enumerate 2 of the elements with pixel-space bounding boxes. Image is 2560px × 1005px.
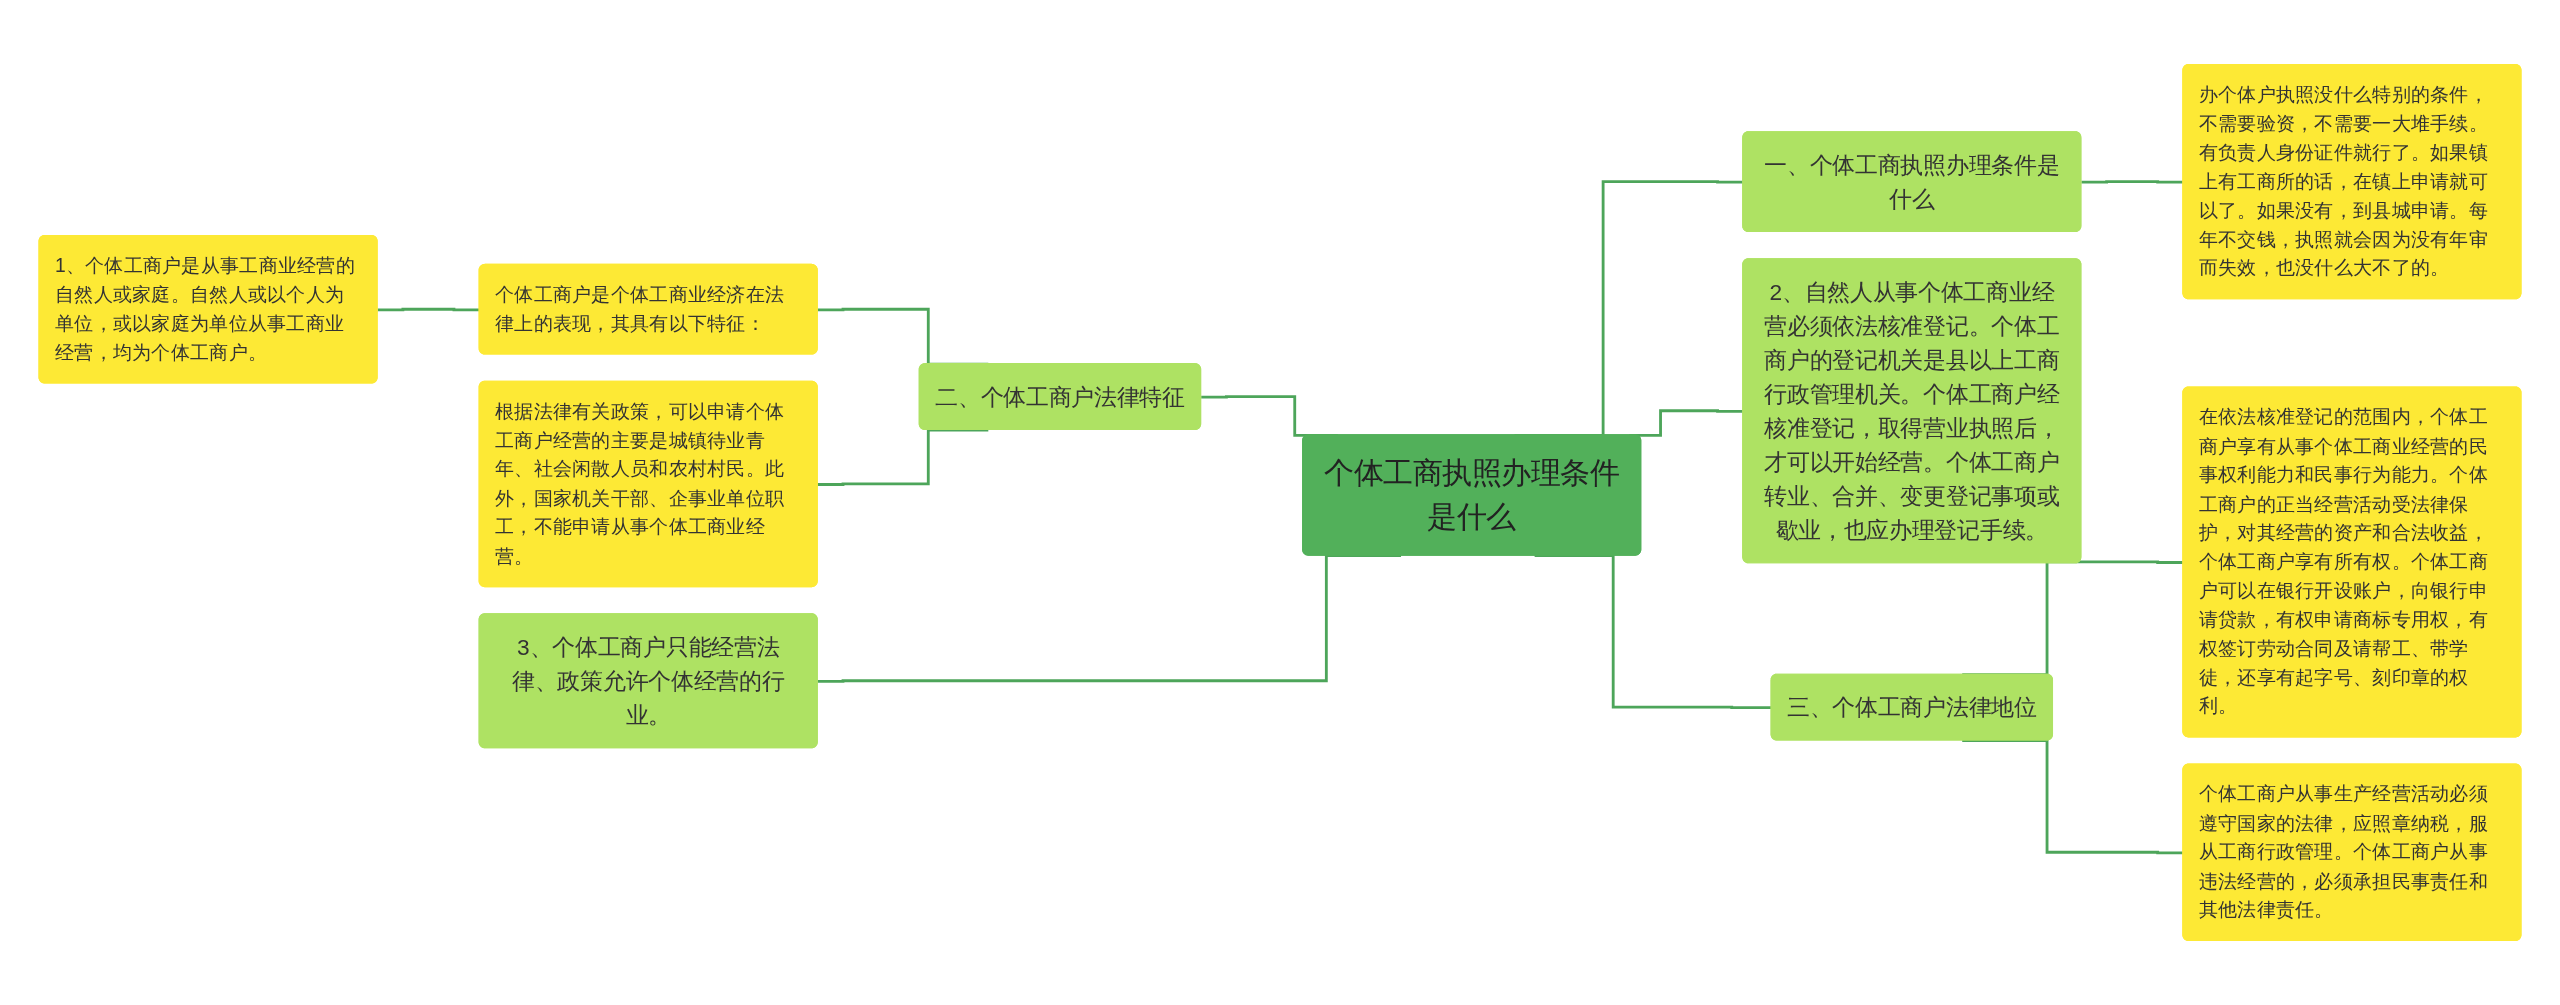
connector bbox=[377, 307, 480, 312]
connector bbox=[817, 428, 989, 486]
